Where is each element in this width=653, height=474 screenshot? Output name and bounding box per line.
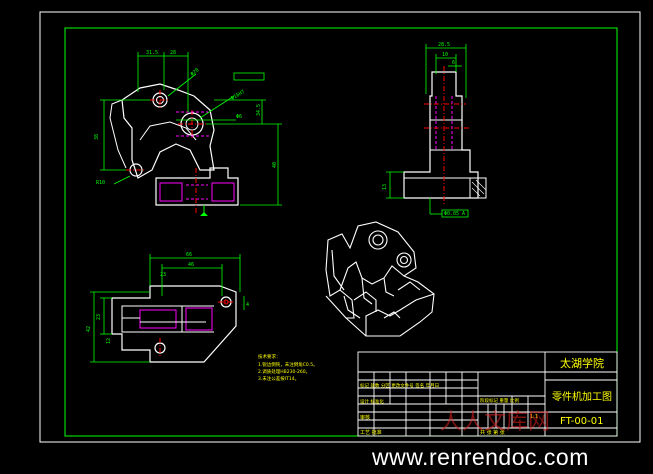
top-dimensions (90, 254, 245, 363)
front-dim-right-2: 40 (272, 162, 278, 168)
front-dim-right-1: 34.5 (256, 104, 262, 116)
top-dim-left-2: 23 (96, 314, 102, 320)
side-dim-bottom: Φ0.05 A (444, 211, 465, 217)
side-dim-top-3: 6 (452, 60, 455, 66)
side-dim-top-1: 28.5 (438, 42, 450, 48)
side-dimensions (386, 44, 467, 215)
iso-view (325, 221, 435, 337)
front-dim-hole-3: Φ6 (236, 114, 242, 120)
title-sheet-info: 共 张 第 张 (480, 429, 505, 436)
title-row-4: 工艺 批准 (360, 429, 382, 436)
title-row-2: 设计 标准化 (360, 398, 384, 405)
top-dim-right: 4 (246, 302, 249, 308)
outer-border (39, 11, 641, 443)
front-dim-hole-1: Φ20 (190, 67, 201, 77)
side-dim-left: 13 (382, 184, 388, 190)
title-stage-label: 阶段标记 重量 比例 (480, 397, 519, 404)
top-dim-left-3: 12 (106, 338, 112, 344)
title-scale: 1:1 (530, 414, 538, 420)
front-dim-hole-4: R10 (96, 180, 105, 186)
front-dimensions (100, 52, 282, 206)
front-dim-top-1: 31.5 (146, 50, 158, 56)
notes-heading: 技术要求： (258, 353, 281, 360)
title-school: 太湖学院 (560, 356, 604, 370)
inner-frame (64, 27, 618, 437)
front-view: 31.5 28 38 34.5 40 Φ20 Φ16H7 Φ6 R10 (94, 50, 282, 216)
front-dim-top-2: 28 (170, 50, 176, 56)
watermark-url[interactable]: www.renrendoc.com (372, 444, 589, 470)
top-dim-3: 23 (160, 272, 166, 278)
front-base (155, 167, 239, 206)
title-row-1: 标记 处数 分区 更改文件号 签名 年月日 (360, 382, 439, 389)
top-dim-left-1: 42 (86, 326, 92, 332)
title-drawing-name: 零件机加工图 (552, 390, 612, 403)
notes-line-1: 1.锐边倒钝，未注倒角C0.5。 (258, 361, 318, 368)
title-block (357, 351, 618, 437)
top-dim-2: 46 (188, 262, 194, 268)
notes-line-3: 3.未注公差按IT14。 (258, 375, 299, 382)
side-body (403, 71, 479, 199)
title-row-3: 审核 (360, 414, 370, 421)
watermark-cn: 人人文库网 (440, 410, 551, 435)
notes-line-2: 2.调质处理HB230-260。 (258, 368, 310, 375)
top-view: 66 46 23 42 23 12 4 (86, 252, 249, 363)
side-dim-top-2: 10 (442, 52, 448, 58)
title-drawing-no: FT-00-01 (560, 416, 603, 427)
top-body (111, 285, 237, 363)
side-view: 28.5 10 6 13 Φ0.05 A (382, 42, 487, 218)
front-dim-left: 38 (94, 134, 100, 140)
top-dim-1: 66 (186, 252, 192, 258)
